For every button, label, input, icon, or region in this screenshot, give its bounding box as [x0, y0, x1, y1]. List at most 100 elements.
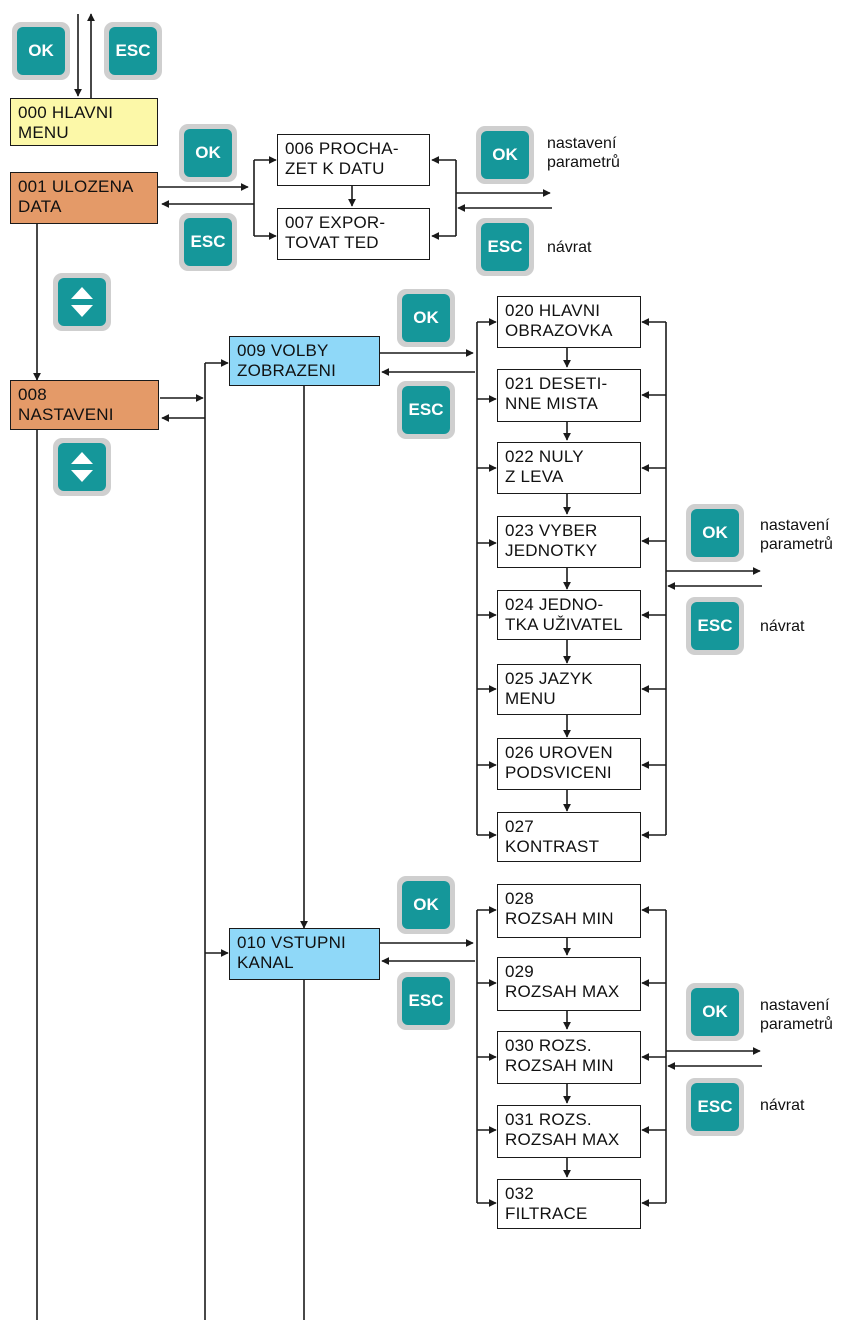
menu-007-exportovat-ted[interactable]: 007 EXPOR- TOVAT TED [277, 208, 430, 260]
up-down-arrows-button[interactable] [53, 273, 111, 331]
esc-button-label: ESC [402, 977, 450, 1025]
box-line-2: NASTAVENI [18, 405, 114, 424]
menu-026-uroven-podsviceni[interactable]: 026 UROVEN PODSVICENI [497, 738, 641, 790]
up-down-arrows-icon [71, 452, 93, 482]
box-line-1: 030 ROZS. [505, 1036, 592, 1055]
note-back: návrat [547, 239, 592, 256]
note-settings: nastavení parametrů [760, 996, 833, 1034]
menu-020-hlavni-obrazovka[interactable]: 020 HLAVNI OBRAZOVKA [497, 296, 641, 348]
box-line-1: 010 VSTUPNI [237, 933, 346, 952]
menu-032-filtrace[interactable]: 032 FILTRACE [497, 1179, 641, 1229]
box-line-1: 009 VOLBY [237, 341, 329, 360]
esc-button-label: ESC [109, 27, 157, 75]
ok-button-label: OK [481, 131, 529, 179]
box-line-1: 021 DESETI- [505, 374, 608, 393]
box-line-2: Z LEVA [505, 467, 564, 486]
menu-000-hlavni-menu[interactable]: 000 HLAVNI MENU [10, 98, 158, 146]
up-down-arrows-button[interactable] [53, 438, 111, 496]
box-line-1: 000 HLAVNI [18, 103, 114, 122]
box-line-2: DATA [18, 197, 62, 216]
box-line-2: MENU [505, 689, 556, 708]
ok-button-label: OK [184, 129, 232, 177]
menu-031-rozs-rozsah-max[interactable]: 031 ROZS. ROZSAH MAX [497, 1105, 641, 1158]
menu-024-jednotka-uzivatel[interactable]: 024 JEDNO- TKA UŽIVATEL [497, 590, 641, 640]
menu-030-rozs-rozsah-min[interactable]: 030 ROZS. ROZSAH MIN [497, 1031, 641, 1084]
esc-button[interactable]: ESC [179, 213, 237, 271]
box-line-1: 001 ULOZENA [18, 177, 134, 196]
esc-button[interactable]: ESC [686, 597, 744, 655]
esc-button-label: ESC [481, 223, 529, 271]
menu-025-jazyk-menu[interactable]: 025 JAZYK MENU [497, 664, 641, 715]
box-line-1: 031 ROZS. [505, 1110, 592, 1129]
box-line-1: 027 [505, 817, 534, 836]
note-settings: nastavení parametrů [547, 134, 620, 172]
esc-button-label: ESC [184, 218, 232, 266]
note-back: návrat [760, 618, 805, 635]
note-settings-line1: nastavení [547, 135, 617, 152]
box-line-1: 029 [505, 962, 534, 981]
ok-button[interactable]: OK [686, 504, 744, 562]
ok-button-label: OK [402, 881, 450, 929]
box-line-2: FILTRACE [505, 1204, 588, 1223]
note-settings: nastavení parametrů [760, 516, 833, 554]
box-line-1: 025 JAZYK [505, 669, 593, 688]
note-settings-line2: parametrů [760, 536, 833, 553]
menu-021-desetinne-mista[interactable]: 021 DESETI- NNE MISTA [497, 369, 641, 422]
box-line-2: KANAL [237, 953, 294, 972]
esc-button-label: ESC [691, 1083, 739, 1131]
ok-button-label: OK [17, 27, 65, 75]
box-line-2: KONTRAST [505, 837, 600, 856]
box-line-2: ROZSAH MAX [505, 982, 620, 1001]
note-settings-line2: parametrů [547, 154, 620, 171]
box-line-2: PODSVICENI [505, 763, 612, 782]
menu-010-vstupni-kanal[interactable]: 010 VSTUPNI KANAL [229, 928, 380, 980]
esc-button[interactable]: ESC [686, 1078, 744, 1136]
ok-button-label: OK [691, 988, 739, 1036]
box-line-2: ROZSAH MIN [505, 909, 614, 928]
menu-006-prochazet-k-datu[interactable]: 006 PROCHA- ZET K DATU [277, 134, 430, 186]
box-line-1: 028 [505, 889, 534, 908]
box-line-1: 032 [505, 1184, 534, 1203]
box-line-2: MENU [18, 123, 69, 142]
ok-button[interactable]: OK [12, 22, 70, 80]
esc-button[interactable]: ESC [397, 381, 455, 439]
box-line-2: TOVAT TED [285, 233, 379, 252]
box-line-1: 006 PROCHA- [285, 139, 399, 158]
ok-button[interactable]: OK [179, 124, 237, 182]
ok-button[interactable]: OK [397, 289, 455, 347]
ok-button[interactable]: OK [686, 983, 744, 1041]
menu-028-rozsah-min[interactable]: 028 ROZSAH MIN [497, 884, 641, 938]
esc-button[interactable]: ESC [104, 22, 162, 80]
esc-button[interactable]: ESC [476, 218, 534, 276]
ok-button[interactable]: OK [476, 126, 534, 184]
box-line-2: OBRAZOVKA [505, 321, 613, 340]
note-settings-line1: nastavení [760, 997, 830, 1014]
esc-button-label: ESC [691, 602, 739, 650]
ok-button-label: OK [402, 294, 450, 342]
note-back: návrat [760, 1097, 805, 1114]
ok-button-label: OK [691, 509, 739, 557]
box-line-1: 020 HLAVNI [505, 301, 601, 320]
box-line-2: TKA UŽIVATEL [505, 615, 623, 634]
menu-023-vyber-jednotky[interactable]: 023 VYBER JEDNOTKY [497, 516, 641, 568]
box-line-2: ZOBRAZENI [237, 361, 337, 380]
menu-022-nuly-z-leva[interactable]: 022 NULY Z LEVA [497, 442, 641, 494]
menu-027-kontrast[interactable]: 027 KONTRAST [497, 812, 641, 862]
box-line-1: 024 JEDNO- [505, 595, 604, 614]
box-line-2: ZET K DATU [285, 159, 385, 178]
menu-008-nastaveni[interactable]: 008 NASTAVENI [10, 380, 159, 430]
menu-029-rozsah-max[interactable]: 029 ROZSAH MAX [497, 957, 641, 1011]
box-line-2: JEDNOTKY [505, 541, 598, 560]
ok-button[interactable]: OK [397, 876, 455, 934]
up-down-arrows-icon [71, 287, 93, 317]
box-line-1: 007 EXPOR- [285, 213, 386, 232]
box-line-1: 023 VYBER [505, 521, 598, 540]
box-line-1: 022 NULY [505, 447, 584, 466]
box-line-2: ROZSAH MIN [505, 1056, 614, 1075]
box-line-2: ROZSAH MAX [505, 1130, 620, 1149]
esc-button[interactable]: ESC [397, 972, 455, 1030]
box-line-2: NNE MISTA [505, 394, 599, 413]
menu-001-ulozena-data[interactable]: 001 ULOZENA DATA [10, 172, 158, 224]
menu-009-volby-zobrazeni[interactable]: 009 VOLBY ZOBRAZENI [229, 336, 380, 386]
